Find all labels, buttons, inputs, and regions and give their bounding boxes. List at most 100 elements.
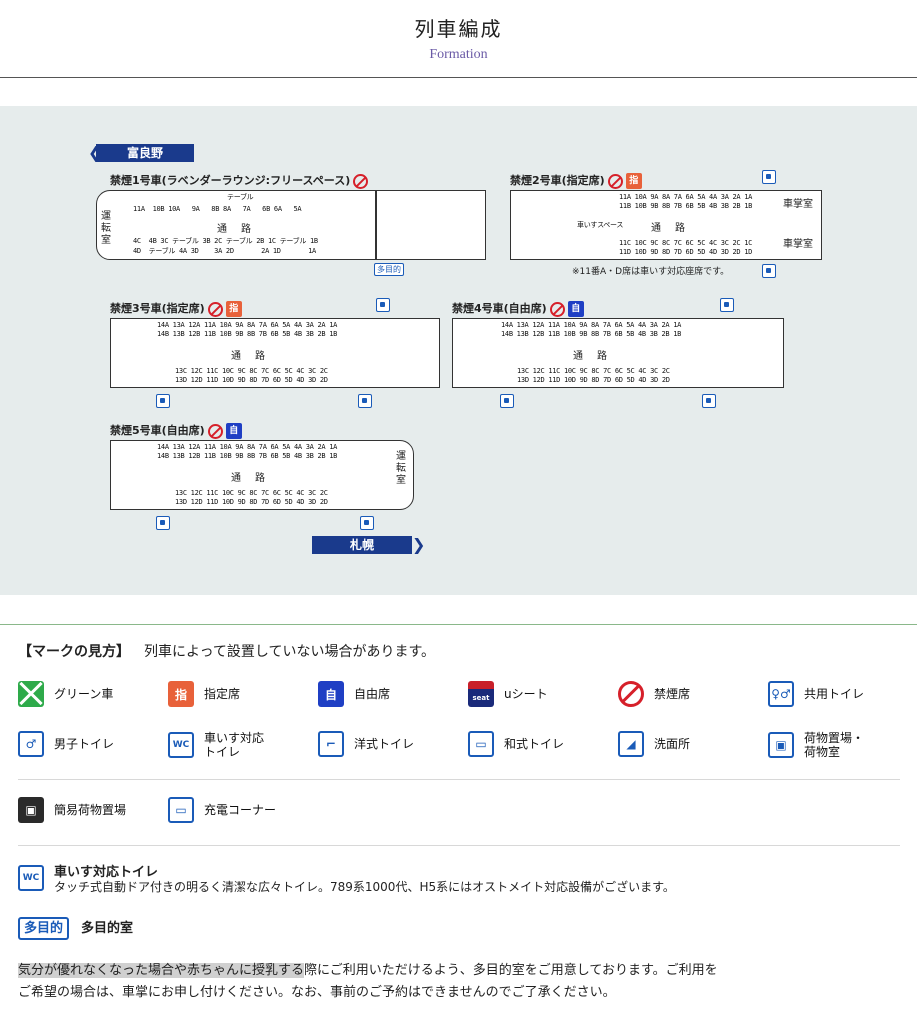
car-1-vestibule — [376, 190, 486, 260]
luggage-icon — [762, 264, 776, 278]
car-5-cab: 運転室 — [396, 451, 406, 486]
car-2-row-c: 11C 10C 9C 8C 7C 6C 5C 4C 3C 2C 1C — [619, 239, 753, 247]
wheelchair-seat-note: ※11番A・D席は車いす対応座席です。 — [572, 267, 730, 277]
wheelchair-toilet-icon: WC — [18, 865, 44, 891]
car-2-body: 11A 10A 9A 8A 7A 6A 5A 4A 3A 2A 1A 11B 1… — [510, 190, 822, 260]
luggage-icon — [156, 516, 170, 530]
car-3-label: 禁煙3号車(指定席)指 — [110, 300, 242, 317]
luggage-icon — [360, 516, 374, 530]
car-3-row-c: 13C 12C 11C 10C 9C 8C 7C 6C 5C 4C 3C 2C — [175, 367, 328, 375]
legend-no-smoking: 禁煙席 — [618, 681, 690, 707]
aisle-label: 通路 — [217, 224, 265, 235]
page-title: 列車編成 — [414, 17, 503, 41]
reserved-seat-icon: 指 — [625, 173, 642, 189]
page-header: 列車編成 Formation — [0, 0, 917, 78]
car-5-body: 14A 13A 12A 11A 10A 9A 8A 7A 6A 5A 4A 3A… — [110, 440, 414, 510]
table-label: テーブル — [227, 193, 254, 201]
no-smoking-icon — [549, 301, 565, 317]
car-1-row-c: 4C 4B 3C テーブル 3B 2C テーブル 2B 1C テーブル 1B — [133, 237, 318, 245]
paragraph-text-line2: ご希望の場合は、車掌にお申し付けください。なお、事前のご予約はできませんのでご了… — [18, 985, 616, 1000]
divider — [18, 779, 900, 780]
japanese-toilet-icon: ▭ — [468, 731, 494, 757]
multipurpose-room-description: 多目的 多目的室 — [18, 917, 133, 940]
multipurpose-badge: 多目的 — [18, 917, 70, 940]
car-4-row-b: 14B 13B 12B 11B 10B 9B 8B 7B 6B 5B 4B 3B… — [501, 330, 682, 338]
luggage-icon — [376, 298, 390, 312]
legend-western-toilet: ⌐ 洋式トイレ — [318, 731, 414, 757]
car-3-body: 14A 13A 12A 11A 10A 9A 8A 7A 6A 5A 4A 3A… — [110, 318, 440, 388]
car-3-row-d: 13D 12D 11D 10D 9D 8D 7D 6D 5D 4D 3D 2D — [175, 376, 328, 384]
u-seat-icon: seat — [468, 681, 494, 707]
conductor-room-label: 車掌室 — [783, 199, 813, 210]
legend-luggage-room: ▣ 荷物置場・荷物室 — [768, 731, 874, 759]
no-smoking-icon — [207, 423, 223, 439]
multipurpose-title: 多目的室 — [81, 921, 134, 936]
conductor-room-label: 車掌室 — [783, 239, 813, 250]
car-5-row-b: 14B 13B 12B 11B 10B 9B 8B 7B 6B 5B 4B 3B… — [157, 452, 338, 460]
luggage-icon — [156, 394, 170, 408]
legend-u-seat: seat uシート — [468, 681, 548, 707]
reserved-seat-icon: 指 — [225, 301, 242, 317]
luggage-icon — [762, 170, 776, 184]
shared-toilet-icon: ♀♂ — [768, 681, 794, 707]
legend-washroom: ◢ 洗面所 — [618, 731, 690, 757]
wheelchair-toilet-title: 車いす対応トイレ — [54, 865, 159, 880]
non-reserved-seat-icon: 自 — [318, 681, 344, 707]
divider — [18, 845, 900, 846]
legend-non-reserved: 自 自由席 — [318, 681, 390, 707]
car-3-row-b: 14B 13B 12B 11B 10B 9B 8B 7B 6B 5B 4B 3B… — [157, 330, 338, 338]
legend-section: 【マークの見方】列車によって設置していない場合があります。 グリーン車 指 指定… — [0, 624, 917, 940]
simple-luggage-icon: ▣ — [18, 797, 44, 823]
legend-mens-toilet: ♂ 男子トイレ — [18, 731, 114, 757]
legend-shared-toilet: ♀♂ 共用トイレ — [768, 681, 864, 707]
aisle-label: 通路 — [573, 351, 621, 362]
car-4-label: 禁煙4号車(自由席)自 — [452, 300, 584, 317]
luggage-room-icon: ▣ — [768, 732, 794, 758]
multipurpose-paragraph: 気分が優れなくなった場合や赤ちゃんに授乳する際にご利用いただけるよう、多目的室を… — [18, 960, 898, 1004]
non-reserved-seat-icon: 自 — [567, 301, 584, 317]
car-5-label: 禁煙5号車(自由席)自 — [110, 422, 242, 439]
wheelchair-space-label: 車いすスペース — [577, 221, 624, 229]
direction-label: 札幌 — [349, 538, 374, 552]
car-1-body: 運転室 テーブル 11A 10B 10A 9A 8B 8A 7A 6B 6A 5… — [96, 190, 376, 260]
car-5-row-a: 14A 13A 12A 11A 10A 9A 8A 7A 6A 5A 4A 3A… — [157, 443, 338, 451]
highlighted-text: 気分が優れなくなった場合や赤ちゃんに授乳する — [18, 963, 305, 978]
legend-reserved: 指 指定席 — [168, 681, 240, 707]
car-1-label: 禁煙1号車(ラベンダーラウンジ:フリースペース) — [110, 172, 369, 189]
page-subtitle: Formation — [429, 47, 488, 62]
non-reserved-seat-icon: 自 — [225, 423, 242, 439]
car-2-row-d: 11D 10D 9D 8D 7D 6D 5D 4D 3D 2D 1D — [619, 248, 753, 256]
direction-label: 富良野 — [126, 146, 163, 160]
luggage-icon — [702, 394, 716, 408]
wheelchair-toilet-description: WC 車いす対応トイレ タッチ式自動ドア付きの明るく清潔な広々トイレ。789系1… — [18, 865, 675, 895]
luggage-icon — [358, 394, 372, 408]
car-2-row-b: 11B 10B 9B 8B 7B 6B 5B 4B 3B 2B 1B — [619, 202, 753, 210]
western-toilet-icon: ⌐ — [318, 731, 344, 757]
aisle-label: 通路 — [651, 223, 699, 234]
luggage-icon — [720, 298, 734, 312]
aisle-label: 通路 — [231, 473, 279, 484]
legend-heading: 【マークの見方】列車によって設置していない場合があります。 — [18, 644, 436, 660]
green-car-icon — [18, 681, 44, 707]
reserved-seat-icon: 指 — [168, 681, 194, 707]
washroom-icon: ◢ — [618, 731, 644, 757]
legend-wheelchair-toilet: WC 車いす対応トイレ — [168, 731, 274, 759]
car-1-row-d: 4D テーブル 4A 3D 3A 2D 2A 1D 1A — [133, 247, 316, 255]
charging-corner-icon: ▭ — [168, 797, 194, 823]
legend-japanese-toilet: ▭ 和式トイレ — [468, 731, 564, 757]
legend-simple-luggage: ▣ 簡易荷物置場 — [18, 797, 126, 823]
car-5-row-d: 13D 12D 11D 10D 9D 8D 7D 6D 5D 4D 3D 2D — [175, 498, 328, 506]
legend-green-car: グリーン車 — [18, 681, 113, 707]
car-4-row-a: 14A 13A 12A 11A 10A 9A 8A 7A 6A 5A 4A 3A… — [501, 321, 682, 329]
multipurpose-room-badge[interactable]: 多目的 — [374, 263, 404, 276]
car-1-cab: 運転室 — [101, 211, 111, 246]
car-4-body: 14A 13A 12A 11A 10A 9A 8A 7A 6A 5A 4A 3A… — [452, 318, 784, 388]
car-3-row-a: 14A 13A 12A 11A 10A 9A 8A 7A 6A 5A 4A 3A… — [157, 321, 338, 329]
car-4-row-d: 13D 12D 11D 10D 9D 8D 7D 6D 5D 4D 3D 2D — [517, 376, 670, 384]
mens-toilet-icon: ♂ — [18, 731, 44, 757]
chevron-right-icon: ❯ — [412, 535, 426, 554]
no-smoking-icon — [607, 173, 623, 189]
paragraph-text: 際にご利用いただけるよう、多目的室をご用意しております。ご利用を — [304, 963, 718, 978]
legend-charging: ▭ 充電コーナー — [168, 797, 276, 823]
car-1-row-a: 11A 10B 10A 9A 8B 8A 7A 6B 6A 5A — [133, 205, 302, 213]
